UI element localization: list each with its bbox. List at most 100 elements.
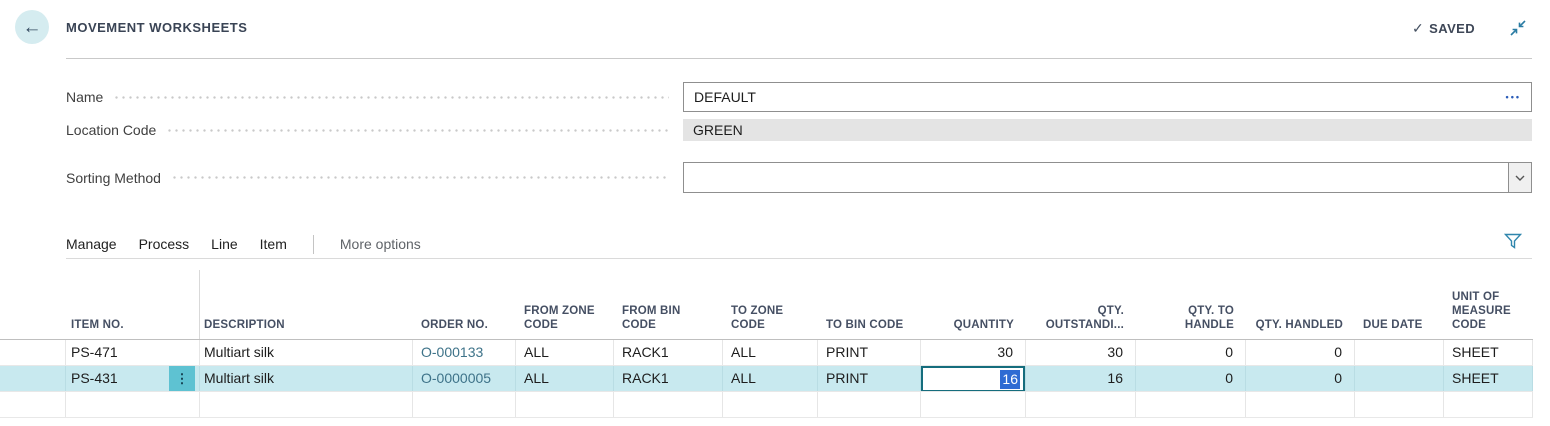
column-header-to-zone-code[interactable]: TO ZONE CODE xyxy=(731,305,784,331)
cell-to-bin-code[interactable]: PRINT xyxy=(818,366,921,391)
cell-order-no-link[interactable]: O-000133 xyxy=(413,340,516,365)
column-header-qty-handled[interactable]: QTY. HANDLED xyxy=(1255,319,1343,331)
column-header-due-date[interactable]: DUE DATE xyxy=(1363,319,1423,331)
column-header-to-bin-code[interactable]: TO BIN CODE xyxy=(826,319,904,331)
dotted-leader xyxy=(113,95,669,99)
cell-qty-to-handle[interactable]: 0 xyxy=(1136,366,1246,391)
cell-item-no[interactable]: PS-431 ⋮ xyxy=(66,366,200,391)
name-input[interactable]: DEFAULT ••• xyxy=(683,82,1532,112)
cell-to-zone-code[interactable]: ALL xyxy=(723,340,818,365)
sorting-method-select[interactable] xyxy=(683,162,1532,193)
cell-to-bin-code[interactable]: PRINT xyxy=(818,340,921,365)
menu-divider-line xyxy=(66,258,1532,259)
column-header-order-no[interactable]: ORDER NO. xyxy=(421,319,488,331)
table-header-row: ITEM NO. DESCRIPTION ORDER NO. FROM ZONE… xyxy=(0,270,1533,340)
cell-qty-handled[interactable]: 0 xyxy=(1246,340,1355,365)
cell-due-date[interactable] xyxy=(1355,392,1444,417)
cell-description[interactable]: Multiart silk xyxy=(200,366,413,391)
cell-description[interactable]: Multiart silk xyxy=(200,340,413,365)
location-code-field: GREEN xyxy=(683,119,1532,141)
cell-due-date[interactable] xyxy=(1355,366,1444,391)
cell-qty-to-handle[interactable]: 0 xyxy=(1136,340,1246,365)
more-options-button[interactable]: More options xyxy=(339,236,421,252)
header-divider xyxy=(66,58,1532,59)
cell-item-no[interactable]: PS-471 xyxy=(66,340,200,365)
field-row-sorting-method: Sorting Method xyxy=(66,162,1532,193)
worksheet-lines-table: ITEM NO. DESCRIPTION ORDER NO. FROM ZONE… xyxy=(0,270,1533,418)
check-icon: ✓ xyxy=(1412,20,1425,36)
cell-item-no[interactable] xyxy=(66,392,200,417)
cell-from-bin-code[interactable] xyxy=(614,392,723,417)
column-header-from-bin-code[interactable]: FROM BIN CODE xyxy=(622,305,681,331)
dropdown-button[interactable] xyxy=(1508,163,1531,192)
selected-text: 16 xyxy=(1000,369,1020,389)
collapse-arrows-icon xyxy=(1510,20,1526,36)
column-header-from-zone-code[interactable]: FROM ZONE CODE xyxy=(524,305,595,331)
column-header-qty-to-handle[interactable]: QTY. TO HANDLE xyxy=(1184,305,1234,331)
arrow-left-icon: ← xyxy=(22,16,42,38)
filter-funnel-icon xyxy=(1503,233,1523,249)
name-label: Name xyxy=(66,89,104,105)
cell-order-no[interactable] xyxy=(413,392,516,417)
cell-qty-handled[interactable]: 0 xyxy=(1246,366,1355,391)
cell-to-zone-code[interactable]: ALL xyxy=(723,366,818,391)
menu-divider xyxy=(312,234,314,254)
cell-due-date[interactable] xyxy=(1355,340,1444,365)
cell-quantity[interactable] xyxy=(921,392,1026,417)
column-header-unit-of-measure-code[interactable]: UNIT OF MEASURE CODE xyxy=(1452,291,1511,331)
field-row-location-code: Location Code GREEN xyxy=(66,119,1532,141)
dotted-leader xyxy=(166,128,669,132)
row-selector-cell[interactable] xyxy=(0,340,66,365)
column-header-gutter xyxy=(0,270,66,339)
table-row: PS-471 Multiart silk O-000133 ALL RACK1 … xyxy=(0,340,1533,366)
item-no-text: PS-431 xyxy=(71,370,118,386)
cell-quantity[interactable]: 30 xyxy=(921,340,1026,365)
cell-from-zone-code[interactable] xyxy=(516,392,614,417)
cell-qty-to-handle[interactable] xyxy=(1136,392,1246,417)
column-header-item-no[interactable]: ITEM NO. xyxy=(66,270,200,339)
back-button[interactable]: ← xyxy=(15,10,49,44)
cell-qty-outstanding[interactable] xyxy=(1026,392,1136,417)
cell-from-bin-code[interactable]: RACK1 xyxy=(614,366,723,391)
cell-from-zone-code[interactable]: ALL xyxy=(516,340,614,365)
menu-item-process[interactable]: Process xyxy=(138,236,190,252)
collapse-page-button[interactable] xyxy=(1508,19,1528,39)
cell-order-no-link[interactable]: O-0000005 xyxy=(413,366,516,391)
cell-from-bin-code[interactable]: RACK1 xyxy=(614,340,723,365)
menu-item-manage[interactable]: Manage xyxy=(66,236,117,252)
name-value: DEFAULT xyxy=(694,89,756,105)
vertical-ellipsis-icon: ⋮ xyxy=(175,371,189,386)
menu-item-item[interactable]: Item xyxy=(259,236,287,252)
location-code-value: GREEN xyxy=(693,122,743,138)
cell-unit-of-measure-code[interactable] xyxy=(1444,392,1533,417)
filter-button[interactable] xyxy=(1503,233,1524,253)
location-code-label: Location Code xyxy=(66,122,157,138)
table-row-selected: PS-431 ⋮ Multiart silk O-0000005 ALL RAC… xyxy=(0,366,1533,392)
action-menu: Manage Process Line Item More options xyxy=(66,231,421,257)
row-selector-cell[interactable] xyxy=(0,366,66,391)
cell-quantity-editing: 16 xyxy=(921,366,1026,391)
column-header-qty-outstanding[interactable]: QTY. OUTSTANDI... xyxy=(1045,305,1124,331)
quantity-edit-input[interactable]: 16 xyxy=(921,366,1025,391)
cell-to-bin-code[interactable] xyxy=(818,392,921,417)
cell-description[interactable] xyxy=(200,392,413,417)
cell-qty-handled[interactable] xyxy=(1246,392,1355,417)
column-header-description[interactable]: DESCRIPTION xyxy=(204,319,285,331)
menu-item-line[interactable]: Line xyxy=(211,236,238,252)
assist-edit-button[interactable]: ••• xyxy=(1505,92,1521,102)
cell-from-zone-code[interactable]: ALL xyxy=(516,366,614,391)
row-selector-cell[interactable] xyxy=(0,392,66,417)
page-title: MOVEMENT WORKSHEETS xyxy=(66,20,248,35)
table-row-empty xyxy=(0,392,1533,418)
field-row-name: Name DEFAULT ••• xyxy=(66,82,1532,112)
cell-to-zone-code[interactable] xyxy=(723,392,818,417)
sorting-method-label: Sorting Method xyxy=(66,169,161,186)
cell-unit-of-measure-code[interactable]: SHEET xyxy=(1444,340,1533,365)
cell-qty-outstanding[interactable]: 16 xyxy=(1026,366,1136,391)
row-options-menu-button[interactable]: ⋮ xyxy=(169,366,195,391)
cell-unit-of-measure-code[interactable]: SHEET xyxy=(1444,366,1533,391)
saved-label: SAVED xyxy=(1429,21,1475,36)
column-header-quantity[interactable]: QUANTITY xyxy=(953,319,1014,331)
cell-qty-outstanding[interactable]: 30 xyxy=(1026,340,1136,365)
